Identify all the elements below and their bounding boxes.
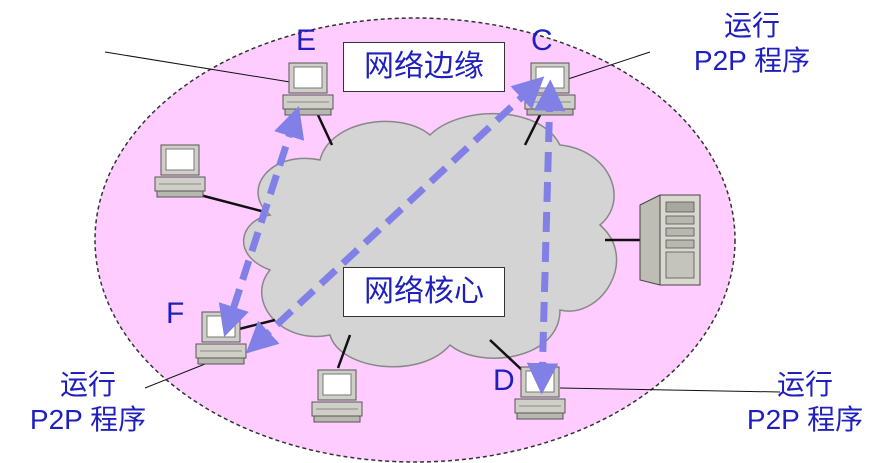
computer-F-icon [195,311,247,365]
computer-E-icon [282,62,334,116]
node-label-F: F [166,297,185,330]
server-tower-icon [639,194,701,286]
p2p-label-line1: 运行 [59,369,116,400]
desktop-computer-icon [154,144,206,198]
p2p-arrows [218,76,566,395]
p2p-label-line2: P2P 程序 [746,404,864,435]
p2p-label-bottom-right: 运行 P2P 程序 [725,367,885,437]
network-edge-label: 网络边缘 [343,42,505,92]
node-label-E: E [296,24,317,57]
p2p-label-line2: P2P 程序 [29,404,147,435]
node-label-D: D [493,364,515,397]
p2p-label-line1: 运行 [776,369,833,400]
desktop-computer-icon [311,369,363,423]
p2p-label-bottom-left: 运行 P2P 程序 [8,367,168,437]
p2p-label-top-right: 运行 P2P 程序 [672,8,832,78]
p2p-label-line2: P2P 程序 [693,45,811,76]
node-label-C: C [531,24,553,57]
p2p-label-line1: 运行 [723,10,780,41]
network-core-label: 网络核心 [343,267,505,317]
